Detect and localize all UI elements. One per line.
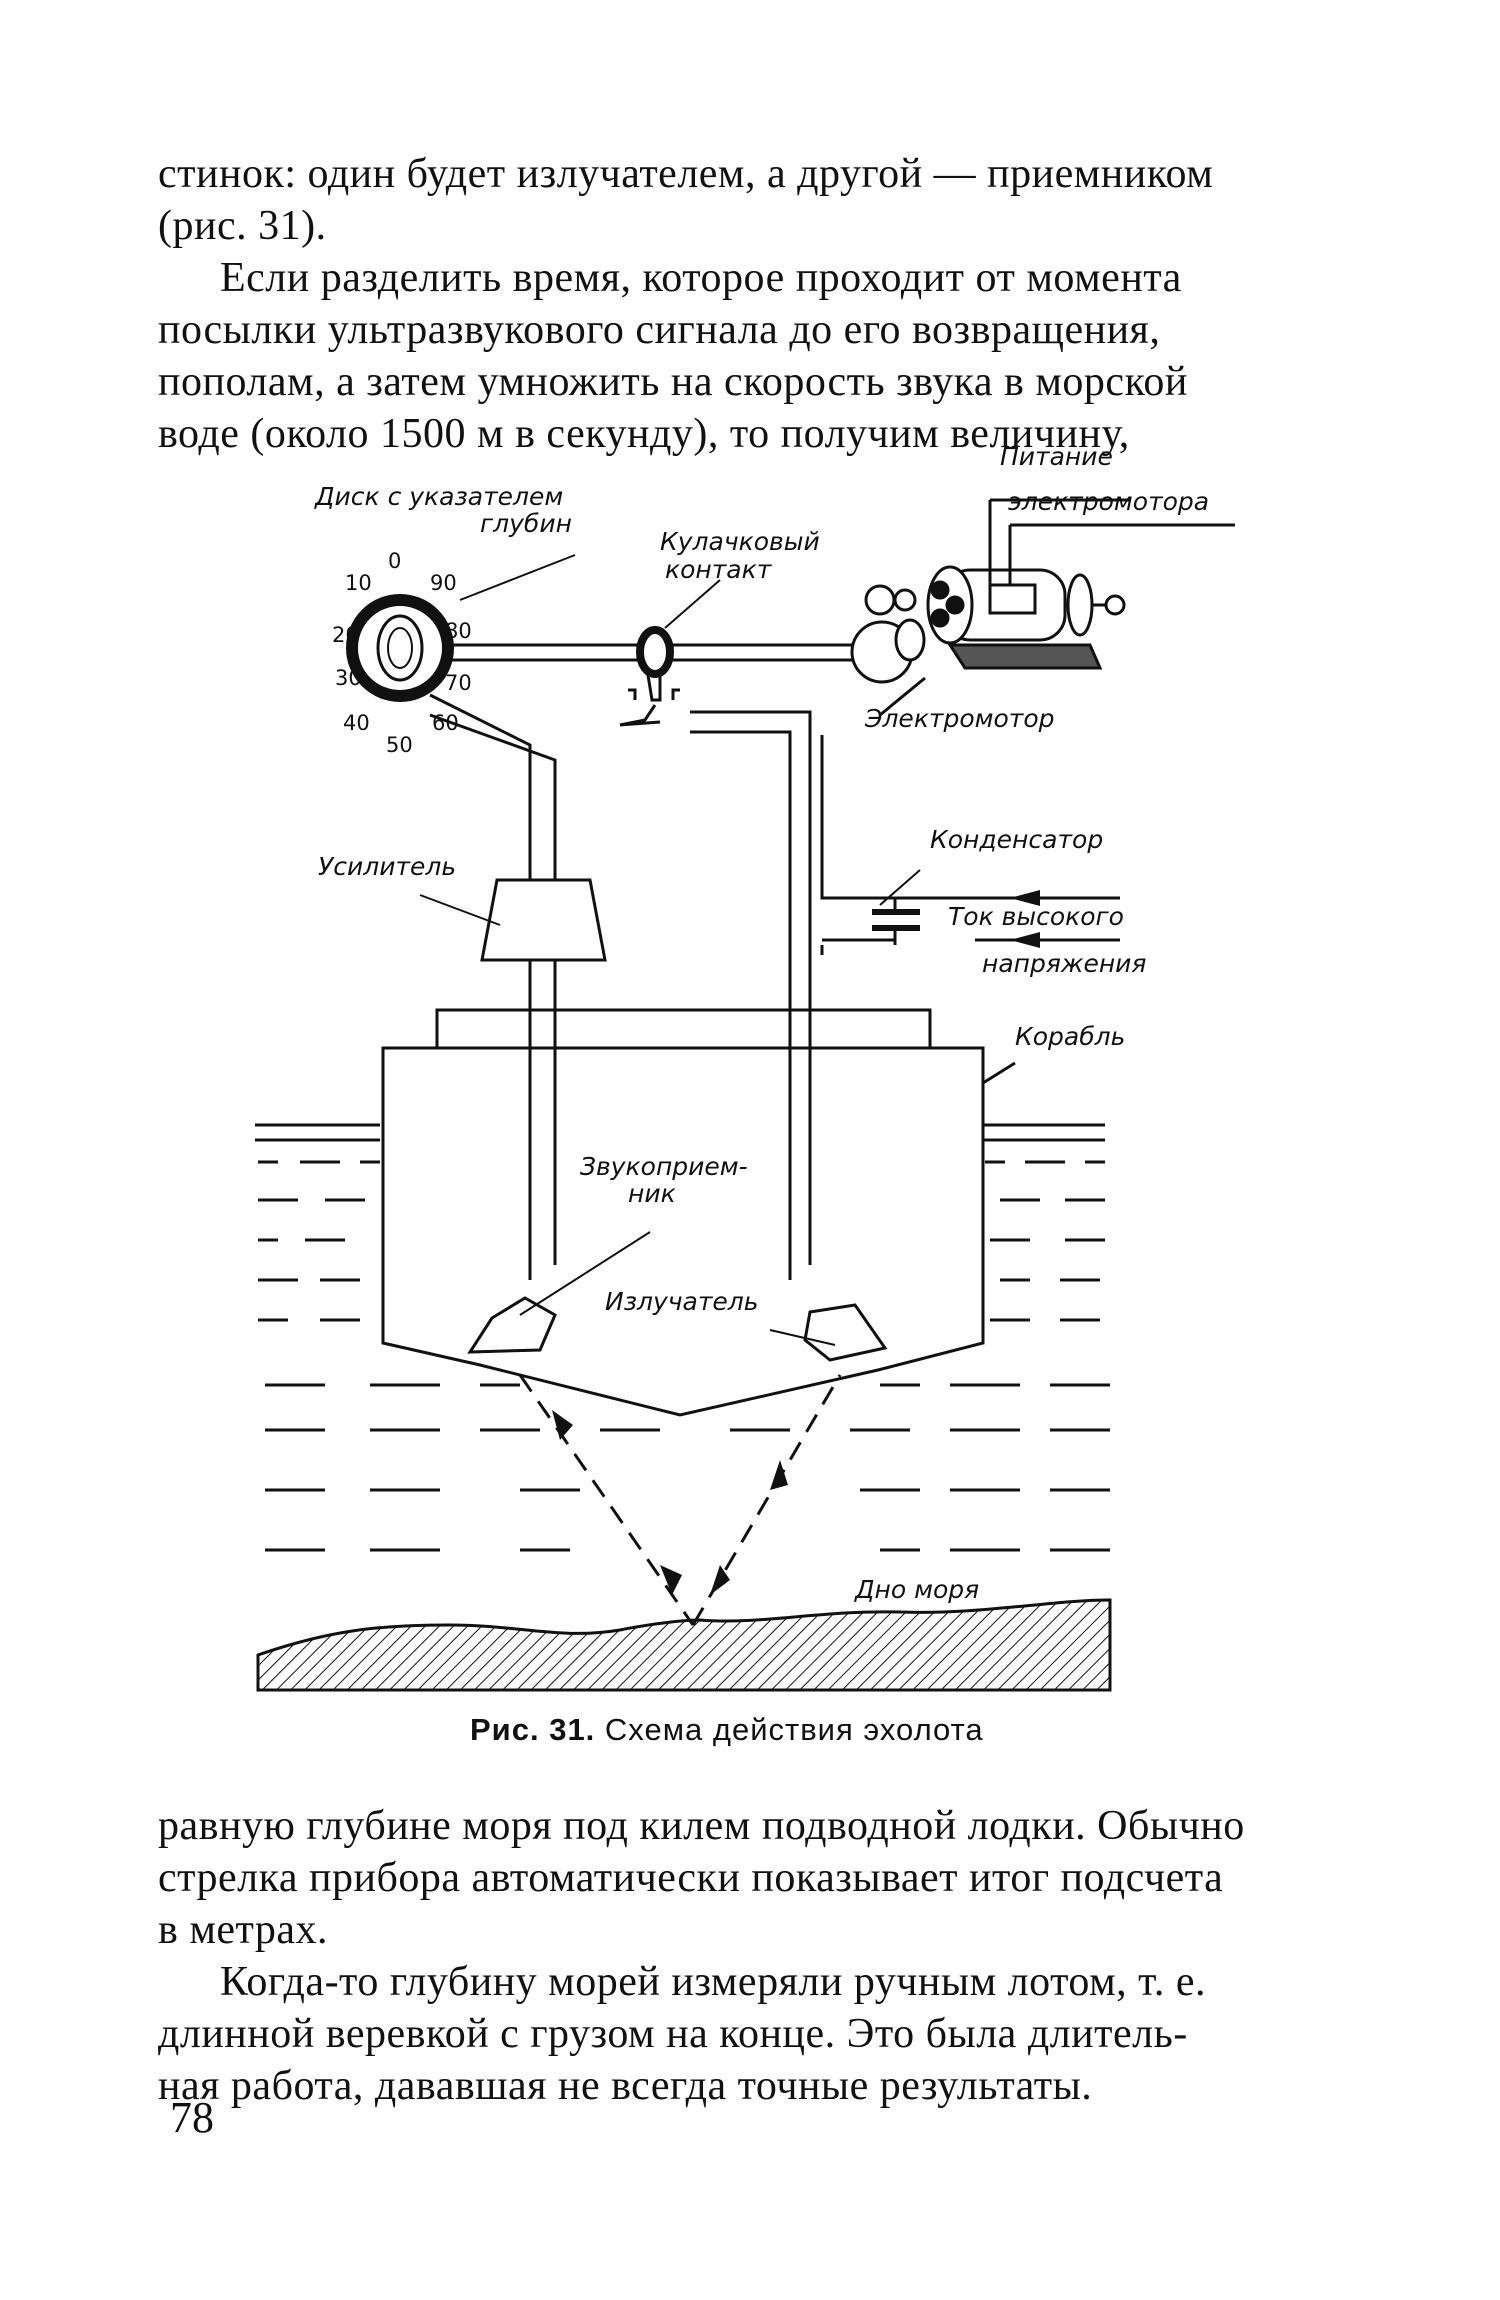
dial-label: 50 [386,733,413,757]
dial-label: 90 [430,571,457,595]
current-arrows [1010,890,1040,948]
dial-label: 10 [345,571,372,595]
dial-label: 80 [445,619,472,643]
emitter-label: Излучатель [605,1287,759,1316]
figure-number: Рис. 31. [470,1712,596,1747]
text-line: Когда-то глубину морей измеряли ручным л… [220,1959,1206,2005]
seabed [256,1598,1112,1692]
ship [381,1008,1016,1417]
condenser [872,909,920,931]
hv-label: напряжения [982,949,1146,978]
cam-label: контакт [665,555,773,584]
text-line: посылки ультразвукового сигнала до его в… [158,307,1161,353]
text-line: пополам, а затем умножить на скорость зв… [158,359,1188,405]
motor-label: Электромотор [864,704,1055,733]
hv-label: Ток высокого [948,902,1124,931]
dial-label: 40 [343,711,370,735]
water-lines [255,1123,1110,1552]
condenser-label: Конденсатор [930,825,1103,854]
disk-label: Диск с указателем [314,482,563,511]
electric-motor [850,498,1235,717]
text-line: (рис. 31). [158,203,327,249]
top-paragraph: стинок: один будет излучателем, а другой… [158,148,1328,460]
figure-title: Схема действия эхолота [604,1712,984,1747]
amplifier [480,878,607,962]
power-label: Питание [1000,442,1113,471]
power-label: электромотора [1008,487,1209,516]
echo-sounder-diagram: 0 10 20 30 40 50 60 70 80 90 [255,442,1235,1692]
dial-label: 20 [332,623,359,647]
text-line: длинной веревкой с грузом на конце. Это … [158,2011,1188,2057]
ship-label: Корабль [1015,1022,1125,1051]
disk-label: глубин [480,509,572,538]
depth-dial: 0 10 20 30 40 50 60 70 80 90 [332,549,576,757]
text-line: равную глубине моря под килем подводной … [158,1803,1245,1849]
cam-label: Кулачковый [660,527,820,556]
dial-label: 30 [335,666,362,690]
text-line: в метрах. [158,1907,329,1953]
receiver-label: Звукоприем- [580,1152,748,1181]
text-line: ная работа, дававшая не всегда точные ре… [158,2063,1093,2109]
dial-label: 0 [388,549,401,573]
dial-label: 70 [445,671,472,695]
bottom-paragraph: равную глубине моря под килем подводной … [158,1800,1328,2112]
figure-caption: Рис. 31. Схема действия эхолота [470,1712,984,1748]
text-line: воде (около 1500 м в секунду), то получи… [158,411,1130,457]
text-line: стрелка прибора автоматически показывает… [158,1855,1224,1901]
text-line: Если разделить время, которое проходит о… [220,255,1182,301]
transducers [467,1296,888,1362]
cam-contact [619,579,721,727]
page-number: 78 [170,2093,214,2142]
seabed-label: Дно моря [854,1575,979,1604]
amplifier-label: Усилитель [318,852,456,881]
dial-label: 60 [432,711,459,735]
receiver-label: ник [628,1179,676,1208]
text-line: стинок: один будет излучателем, а другой… [158,151,1214,197]
